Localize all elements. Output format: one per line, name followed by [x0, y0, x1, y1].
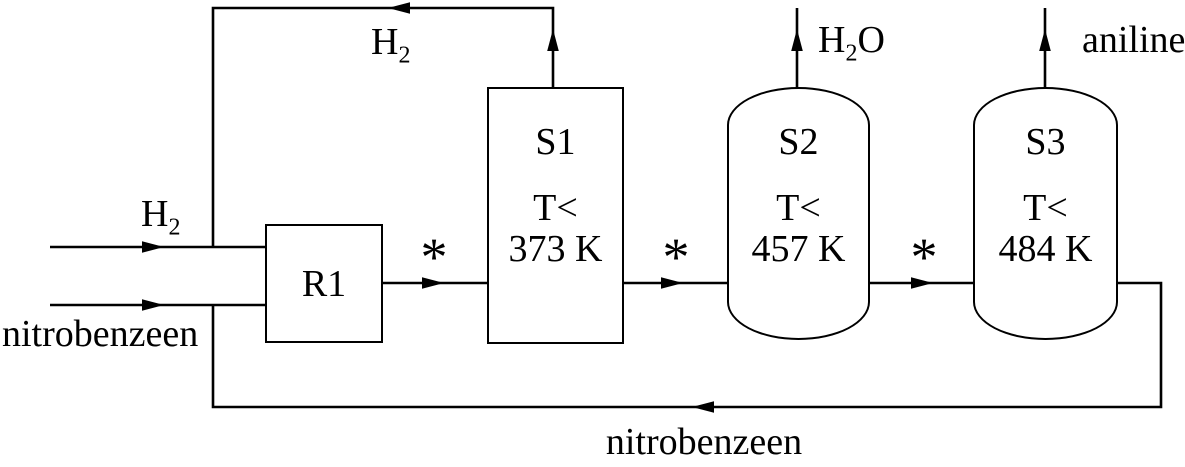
stream-marker-s2-s3: * — [910, 227, 938, 287]
separator-s3-temp-prefix: T< — [1023, 187, 1068, 229]
arrowhead-right-s2-s3-icon — [911, 277, 933, 289]
stream-marker-s1-s2: * — [662, 227, 690, 287]
aniline-overhead-label: aniline — [1082, 19, 1185, 61]
arrowhead-up-h2o-icon — [791, 29, 803, 51]
separator-s1-temp-value: 373 K — [508, 228, 603, 270]
arrowhead-right-h2-feed-icon — [142, 241, 164, 253]
separator-s2-temp-value: 457 K — [751, 228, 846, 270]
h2-feed-label-base: H — [141, 193, 169, 235]
h2o-label-sub: 2 — [845, 40, 858, 67]
separator-s1-label: S1 — [535, 121, 576, 163]
stream-marker-r1-s1: * — [420, 227, 448, 287]
arrowhead-left-h2-recycle-icon — [388, 2, 410, 14]
arrowhead-up-aniline-icon — [1039, 29, 1051, 51]
separator-s1-temp-prefix: T< — [533, 187, 578, 229]
separator-s2-temp-prefix: T< — [776, 187, 821, 229]
h2-recycle-label-sub: 2 — [398, 42, 411, 69]
nitrobenzeen-recycle-label: nitrobenzeen — [605, 421, 803, 463]
h2-recycle-label-base: H — [371, 21, 399, 63]
reactor-r1: R1 — [265, 224, 383, 343]
separator-s2-label: S2 — [778, 121, 819, 163]
arrowhead-up-s1-overhead-icon — [547, 29, 559, 51]
nitrobenzeen-feed-label: nitrobenzeen — [2, 313, 199, 355]
h2-feed-label-sub: 2 — [168, 214, 181, 241]
h2o-overhead-label: H2O — [818, 18, 885, 66]
separator-s2: S2 T< 457 K — [727, 87, 870, 340]
pipe-nitrobenzeen-recycle — [211, 281, 1163, 409]
h2o-label-base: H — [818, 19, 846, 61]
h2-recycle-label: H2 — [371, 20, 410, 68]
arrowhead-right-nitrobenzeen-feed-icon — [142, 299, 164, 311]
arrowhead-left-nitrobenzeen-recycle-icon — [692, 401, 714, 413]
reactor-r1-label: R1 — [301, 262, 347, 305]
arrowhead-right-r1-s1-icon — [422, 277, 444, 289]
separator-s3-label: S3 — [1025, 121, 1066, 163]
separator-s1: S1 T< 373 K — [487, 87, 624, 344]
h2o-label-post: O — [857, 19, 885, 61]
h2-feed-label: H2 — [141, 192, 180, 240]
separator-s3-temp-value: 484 K — [998, 228, 1093, 270]
separator-s3: S3 T< 484 K — [973, 87, 1118, 340]
arrowhead-right-s1-s2-icon — [661, 277, 683, 289]
